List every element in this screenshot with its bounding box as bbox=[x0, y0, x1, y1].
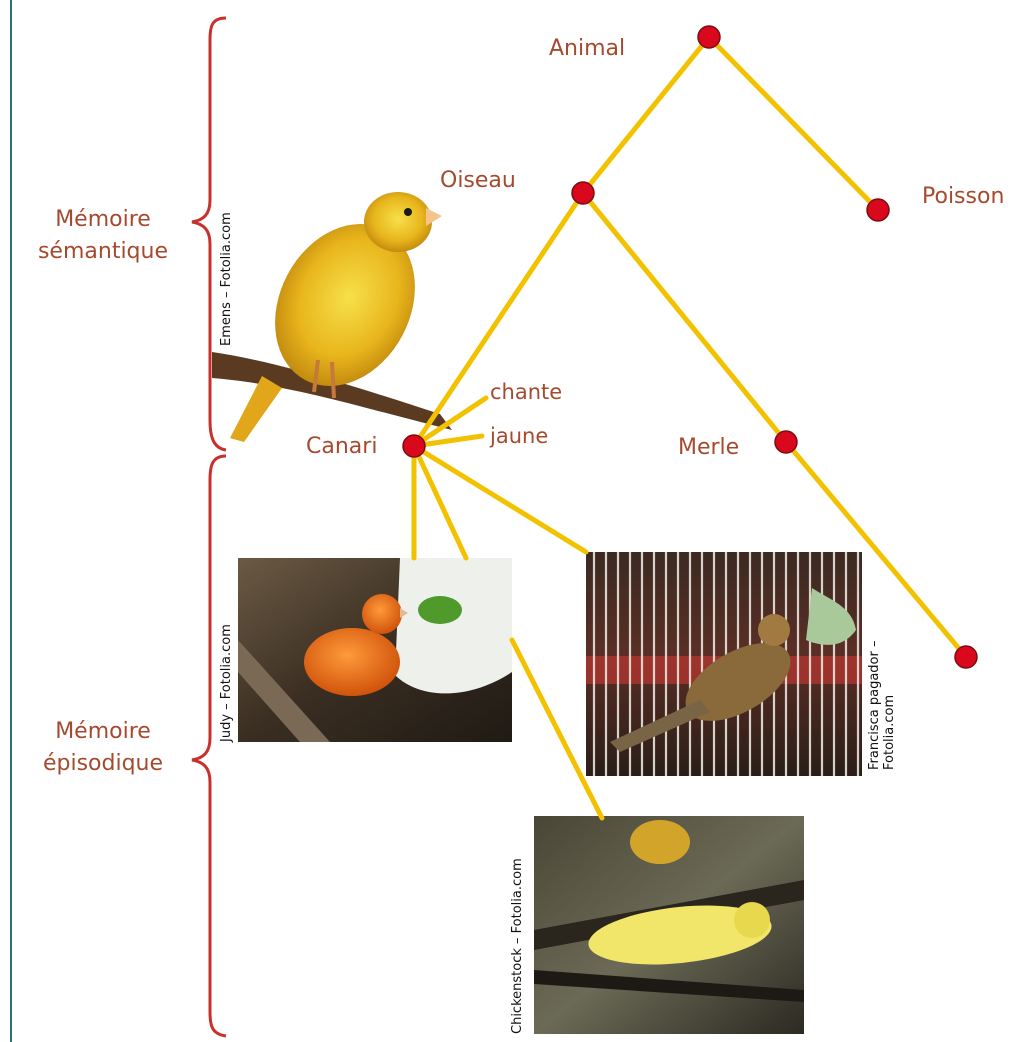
credit-chickenstock: Chickenstock – Fotolia.com bbox=[511, 858, 526, 1034]
node-leaf bbox=[955, 646, 977, 668]
node-canari bbox=[403, 435, 425, 457]
label-oiseau: Oiseau bbox=[440, 170, 516, 192]
canary-tail bbox=[230, 376, 282, 442]
link-oiseau-canari bbox=[414, 193, 583, 446]
node-poisson bbox=[867, 199, 889, 221]
label-merle: Merle bbox=[678, 437, 739, 459]
canary-eye bbox=[404, 208, 412, 216]
credit-judy: Judy – Fotolia.com bbox=[220, 624, 235, 742]
photo-judy bbox=[238, 558, 512, 742]
label-poisson: Poisson bbox=[922, 186, 1004, 208]
credit-francisca: Francisca pagador – Fotolia.com bbox=[868, 641, 898, 770]
node-animal bbox=[698, 26, 720, 48]
semantic-memory-label: Mémoire sémantique bbox=[18, 204, 188, 268]
episodic-memory-label: Mémoire épisodique bbox=[18, 716, 188, 780]
link-animal-poisson bbox=[709, 37, 878, 210]
canary-beak bbox=[426, 208, 442, 226]
credit-francisca-line2: Fotolia.com bbox=[883, 641, 898, 770]
semantic-line2: sémantique bbox=[18, 236, 188, 268]
credit-francisca-line1: Francisca pagador – bbox=[868, 641, 883, 770]
link-oiseau-merle bbox=[583, 193, 786, 442]
node-merle bbox=[775, 431, 797, 453]
photo-chickenstock bbox=[534, 816, 804, 1034]
episodic-brace bbox=[192, 456, 226, 1036]
credit-emens: Emens – Fotolia.com bbox=[220, 212, 235, 346]
photo-francisca bbox=[586, 552, 862, 776]
label-jaune: jaune bbox=[490, 426, 548, 447]
label-canari: Canari bbox=[306, 436, 377, 458]
label-animal: Animal bbox=[549, 38, 625, 60]
episodic-line1: Mémoire bbox=[18, 716, 188, 748]
node-oiseau bbox=[572, 182, 594, 204]
semantic-line1: Mémoire bbox=[18, 204, 188, 236]
canary-photo bbox=[212, 192, 452, 442]
episodic-line2: épisodique bbox=[18, 748, 188, 780]
canary-head bbox=[364, 192, 432, 252]
label-chante: chante bbox=[490, 382, 562, 403]
